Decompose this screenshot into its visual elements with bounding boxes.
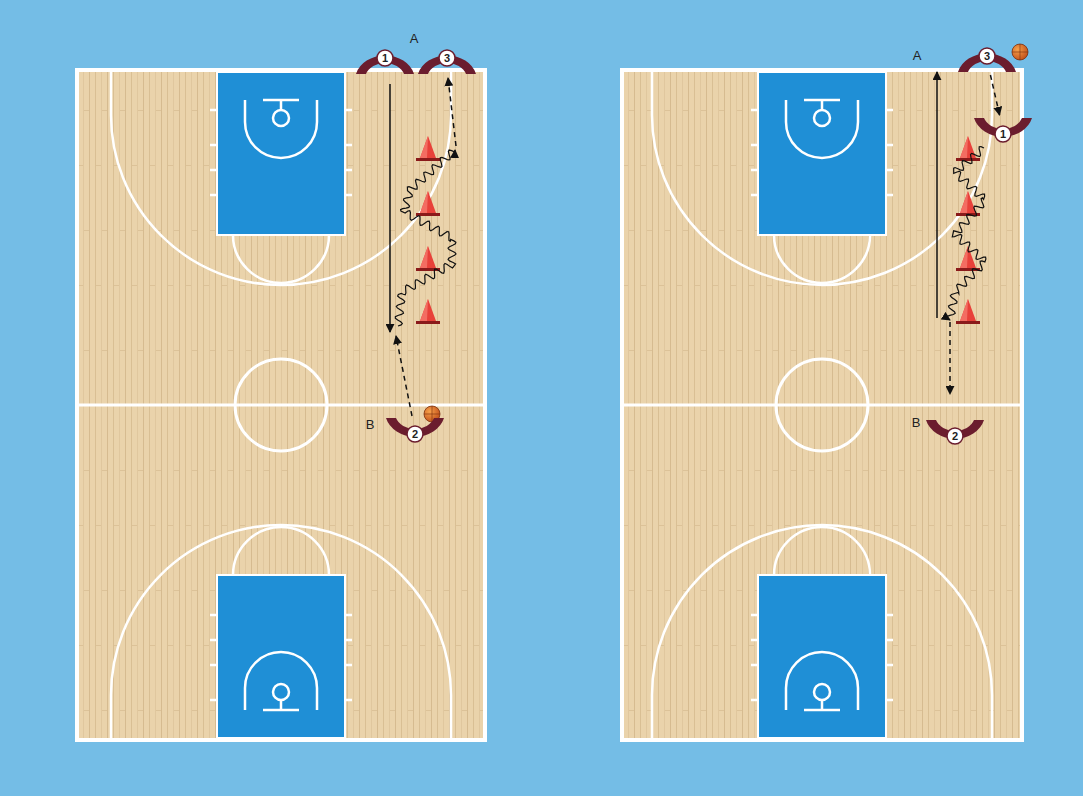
training-cone [416, 246, 440, 271]
player-number: 2 [407, 426, 423, 442]
player-marker: 2 [925, 417, 985, 447]
training-cone [416, 299, 440, 324]
cut-path [936, 72, 938, 318]
paint-lane [758, 575, 886, 738]
pass-arrow [990, 75, 999, 115]
player-marker: 3 [957, 45, 1017, 75]
training-cone [416, 136, 440, 161]
player-marker: 1 [355, 47, 415, 77]
spot-label: A [913, 48, 922, 63]
court-boundary [622, 70, 1022, 740]
player-marker: 3 [417, 47, 477, 77]
player-marker: 2 [385, 415, 445, 445]
basketball-court [77, 70, 485, 740]
player-number: 1 [377, 50, 393, 66]
center-lines [622, 359, 1022, 451]
training-cone [416, 191, 440, 216]
training-cone [956, 136, 980, 161]
cut-path [389, 84, 391, 332]
paint-lane [217, 72, 345, 235]
player-number: 3 [439, 50, 455, 66]
court-floor [622, 70, 1022, 740]
paint-lane [217, 575, 345, 738]
court-lines [111, 525, 451, 740]
player-number: 1 [995, 126, 1011, 142]
player-marker: 1 [973, 115, 1033, 145]
training-cone [956, 299, 980, 324]
dribble-path [395, 150, 456, 326]
player-number: 3 [979, 48, 995, 64]
basketball [1012, 44, 1028, 60]
basketball-court [622, 70, 1022, 740]
pass-path [949, 322, 951, 394]
court-lines [111, 70, 451, 285]
pass-path [396, 336, 412, 416]
court-boundary [77, 70, 485, 740]
spot-label: B [366, 417, 375, 432]
training-cone [956, 191, 980, 216]
court-lines [652, 525, 992, 740]
dribble-path [947, 147, 986, 320]
spot-label: A [410, 31, 419, 46]
spot-label: B [912, 415, 921, 430]
pass-path [448, 78, 456, 146]
paint-lane [758, 72, 886, 235]
player-number: 2 [947, 428, 963, 444]
court-lines [652, 70, 992, 285]
center-lines [77, 359, 485, 451]
court-floor [77, 70, 485, 740]
